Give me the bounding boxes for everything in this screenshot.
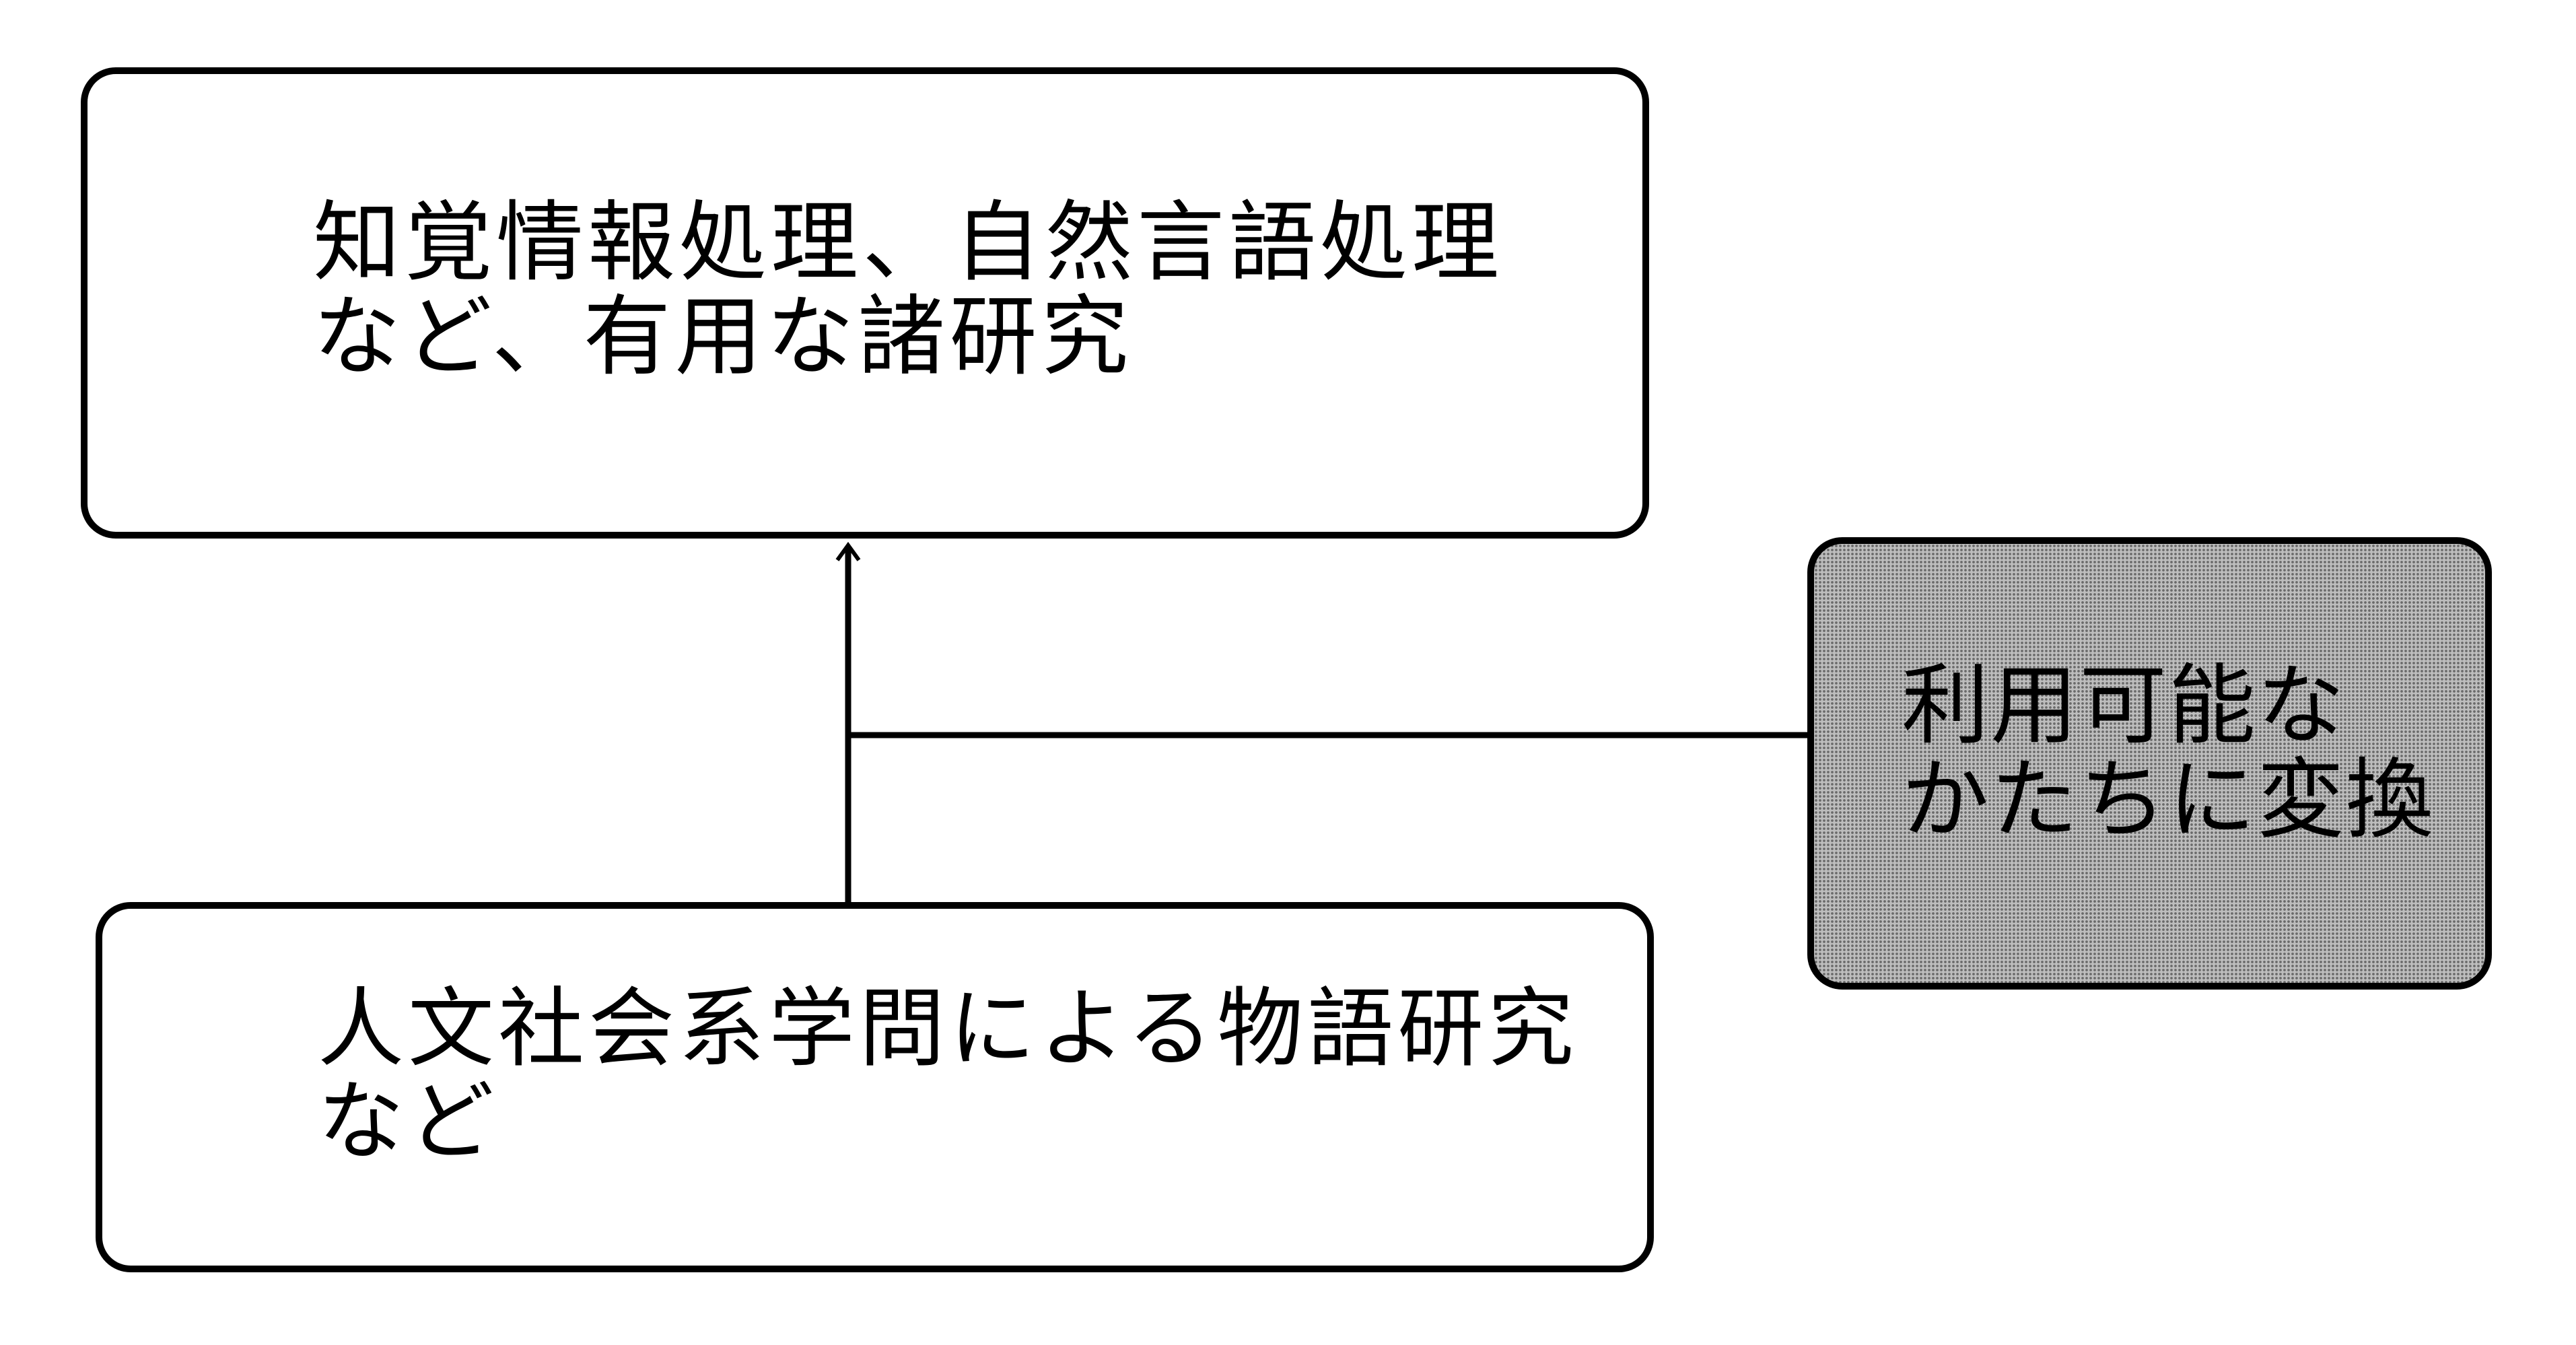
side-conversion-box: 利用可能なかたちに変換	[1807, 537, 2492, 990]
arrowhead-up	[835, 541, 861, 561]
bottom-research-box: 人文社会系学問による物語研究など	[96, 902, 1654, 1272]
bottom-box-label: 人文社会系学問による物語研究など	[318, 982, 1578, 1173]
side-box-line-2: かたちに変換	[1902, 749, 2435, 852]
top-box-line-1: 知覚情報処理、自然言語処理	[313, 191, 1504, 294]
top-research-box: 知覚情報処理、自然言語処理など、有用な諸研究	[81, 67, 1649, 539]
bottom-box-line-2: など	[318, 1072, 499, 1173]
side-box-line-1: 利用可能な	[1902, 654, 2346, 757]
bottom-box-line-1: 人文社会系学問による物語研究	[318, 979, 1578, 1079]
top-box-line-2: など、有用な諸研究	[313, 285, 1133, 388]
side-box-label: 利用可能なかたちに変換	[1902, 658, 2435, 848]
top-box-label: 知覚情報処理、自然言語処理など、有用な諸研究	[313, 195, 1503, 384]
